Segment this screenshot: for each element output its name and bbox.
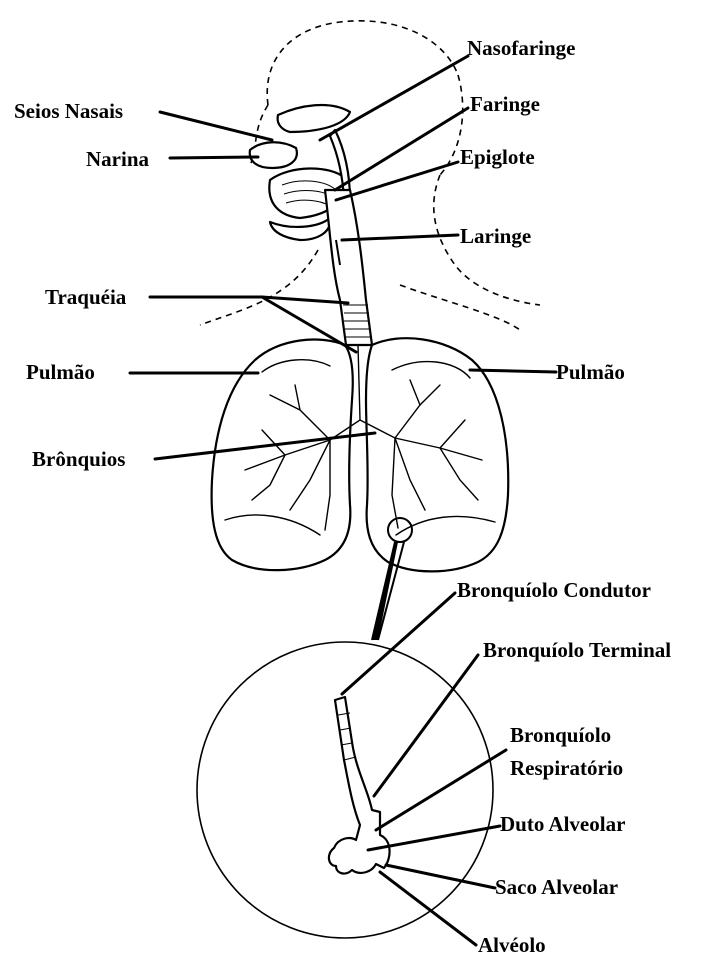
label-pulmao-left: Pulmão (26, 360, 95, 384)
label-traqueia: Traquéia (45, 285, 127, 309)
label-duto-alveolar: Duto Alveolar (500, 812, 625, 836)
label-pulmao-right: Pulmão (556, 360, 625, 384)
magnified-view (197, 642, 493, 938)
label-bronquiolo-condutor: Bronquíolo Condutor (457, 578, 651, 602)
label-bronquiolo-respiratorio-line2: Respiratório (510, 756, 623, 780)
label-alveolo: Alvéolo (478, 933, 546, 957)
label-seios-nasais: Seios Nasais (14, 99, 123, 123)
label-faringe: Faringe (470, 92, 540, 116)
label-nasofaringe: Nasofaringe (467, 36, 576, 60)
label-bronquiolo-respiratorio-line1: Bronquíolo (510, 723, 611, 747)
label-laringe: Laringe (460, 224, 531, 248)
label-bronquios: Brônquios (32, 447, 125, 471)
label-bronquiolo-terminal: Bronquíolo Terminal (483, 638, 671, 662)
trachea-tube (325, 190, 372, 345)
head-silhouette (200, 21, 540, 330)
label-narina: Narina (86, 147, 150, 171)
label-saco-alveolar: Saco Alveolar (495, 875, 618, 899)
label-epiglote: Epiglote (460, 145, 535, 169)
